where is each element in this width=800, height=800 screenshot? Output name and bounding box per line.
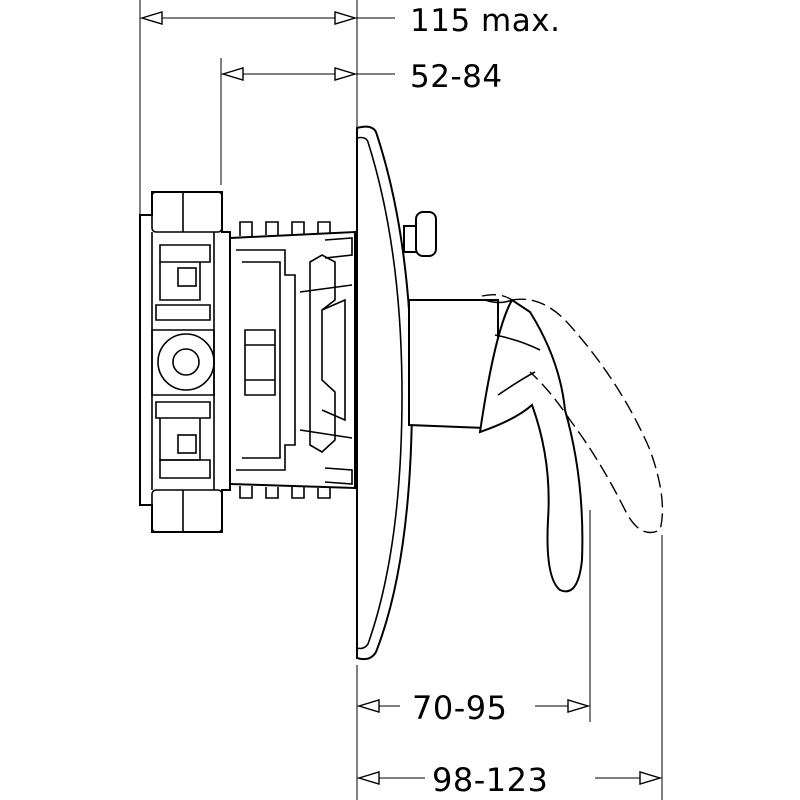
- handle-lever-open: [481, 293, 664, 534]
- extension-lines: [139, 0, 663, 800]
- dim-label-115-max: 115 max.: [410, 3, 560, 39]
- dim-label-98-123: 98-123: [432, 761, 548, 799]
- dimension-52-84: [220, 67, 395, 81]
- valve-body: [139, 191, 231, 533]
- escutcheon-plate: [356, 125, 414, 661]
- dim-label-52-84: 52-84: [410, 59, 503, 95]
- dimension-70-95: [356, 699, 591, 713]
- dimension-98-123: [356, 771, 663, 785]
- dimension-115-max: [139, 11, 395, 25]
- cartridge-body: [229, 221, 356, 499]
- dim-label-70-95: 70-95: [412, 689, 507, 727]
- stop-knob: [403, 211, 437, 257]
